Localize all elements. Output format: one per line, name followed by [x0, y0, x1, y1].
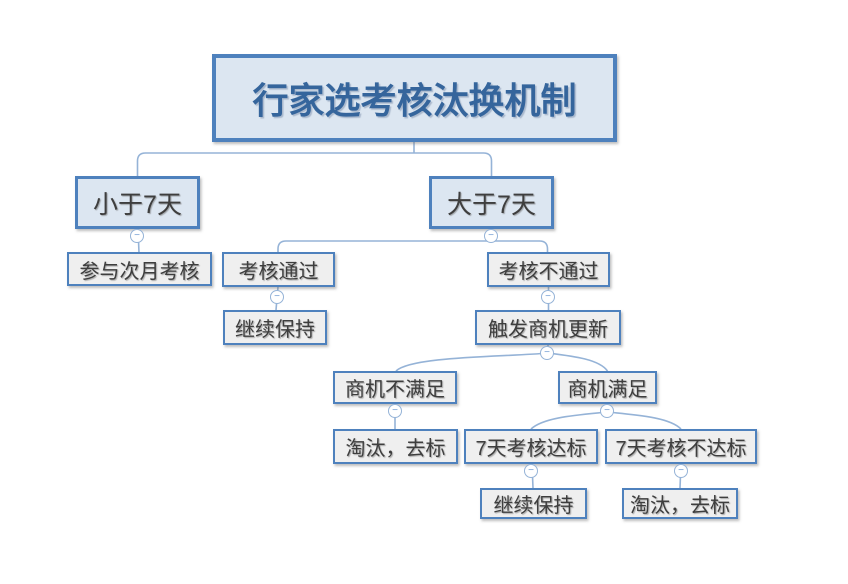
node-greater-than-7-days[interactable]: 大于7天 — [429, 176, 554, 229]
collapse-icon[interactable]: − — [541, 290, 555, 304]
node-keep-status-2[interactable]: 继续保持 — [480, 488, 587, 519]
node-less-than-7-days[interactable]: 小于7天 — [75, 176, 200, 229]
node-keep-status-1[interactable]: 继续保持 — [223, 310, 327, 345]
collapse-icon[interactable]: − — [674, 464, 688, 478]
collapse-icon[interactable]: − — [388, 404, 402, 418]
node-next-month-review[interactable]: 参与次月考核 — [67, 252, 212, 286]
edge-greater7-split — [277, 228, 549, 253]
node-review-pass[interactable]: 考核通过 — [222, 252, 335, 287]
collapse-icon[interactable]: − — [270, 290, 284, 304]
node-opportunity-met[interactable]: 商机满足 — [558, 371, 657, 404]
node-opportunity-unmet[interactable]: 商机不满足 — [333, 371, 457, 404]
node-review-fail[interactable]: 考核不通过 — [487, 252, 610, 287]
node-7day-review-met[interactable]: 7天考核达标 — [464, 429, 598, 464]
edge-root-split — [136, 142, 493, 176]
collapse-icon[interactable]: − — [600, 404, 614, 418]
node-root[interactable]: 行家选考核汰换机制 — [212, 54, 617, 142]
collapse-icon[interactable]: − — [524, 464, 538, 478]
collapse-icon[interactable]: − — [130, 229, 144, 243]
edge-trigger-split — [395, 345, 609, 372]
node-trigger-opportunity-update[interactable]: 触发商机更新 — [475, 310, 621, 345]
node-eliminate-remove-label-1[interactable]: 淘汰，去标 — [333, 429, 458, 464]
node-7day-review-unmet[interactable]: 7天考核不达标 — [605, 429, 757, 464]
collapse-icon[interactable]: − — [540, 346, 554, 360]
collapse-icon[interactable]: − — [484, 229, 498, 243]
node-eliminate-remove-label-2[interactable]: 淘汰，去标 — [622, 488, 738, 519]
